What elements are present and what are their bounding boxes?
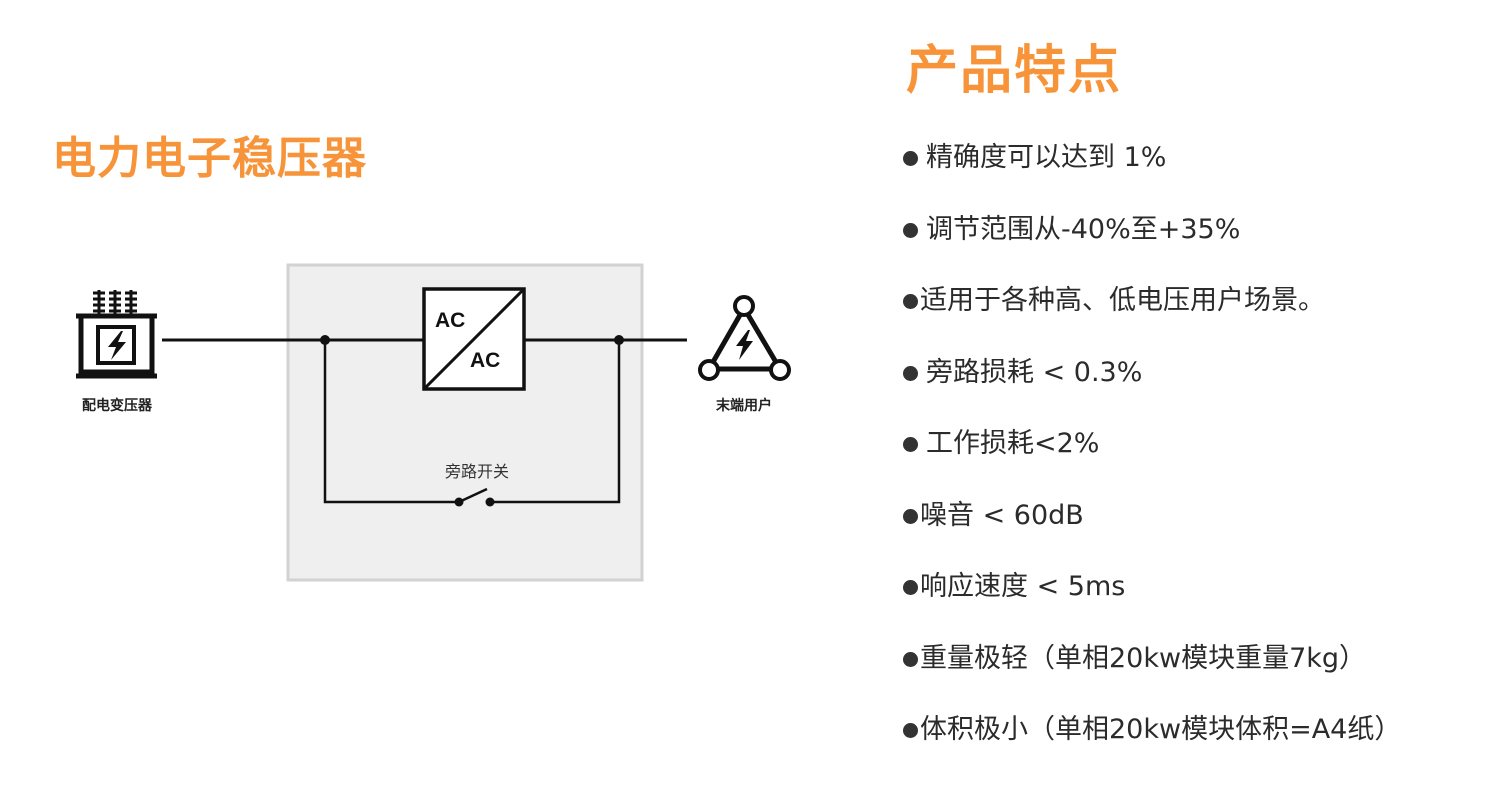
feature-text: 适用于各种高、低电压用户场景。 <box>920 285 1325 316</box>
feature-text: 工作损耗<2% <box>926 428 1100 459</box>
feature-text: 精确度可以达到 1% <box>926 142 1167 173</box>
lightning-icon <box>736 330 753 360</box>
user-load-icon <box>698 295 791 381</box>
transformer-icon <box>76 290 157 379</box>
circuit-diagram: 配电变压器 旁路开关 AC AC 末端用户 <box>76 263 791 582</box>
bullet-icon <box>903 437 918 452</box>
source-label: 配电变压器 <box>82 397 153 414</box>
bullet-icon <box>903 151 918 166</box>
bullet-icon <box>903 723 918 738</box>
feature-text: 响应速度 < 5ms <box>920 571 1126 602</box>
bypass-label: 旁路开关 <box>445 462 509 481</box>
feature-item: 响应速度 < 5ms <box>898 567 1401 639</box>
converter-bottom-label: AC <box>470 349 500 372</box>
bypass-switch <box>454 487 495 507</box>
feature-item: 体积极小（单相20kw模块体积=A4纸） <box>898 710 1401 782</box>
feature-item: 工作损耗<2% <box>898 424 1401 496</box>
bullet-icon <box>903 580 918 595</box>
bullet-icon <box>903 508 918 524</box>
load-label: 末端用户 <box>716 397 772 414</box>
bullet-icon <box>903 651 918 667</box>
feature-text: 重量极轻（单相20kw模块重量7kg） <box>920 642 1367 674</box>
features-title: 产品特点 <box>906 41 1123 101</box>
bullet-icon <box>903 222 918 238</box>
feature-item: 精确度可以达到 1% <box>898 138 1401 210</box>
feature-text: 噪音 < 60dB <box>920 499 1084 531</box>
feature-text: 旁路损耗 < 0.3% <box>926 356 1143 388</box>
feature-list: 精确度可以达到 1% 调节范围从-40%至+35% 适用于各种高、低电压用户场景… <box>898 138 1401 782</box>
feature-item: 旁路损耗 < 0.3% <box>898 353 1401 425</box>
converter-top-label: AC <box>435 309 465 332</box>
feature-item: 调节范围从-40%至+35% <box>898 210 1401 282</box>
feature-text: 调节范围从-40%至+35% <box>926 213 1241 245</box>
ac-ac-converter: AC AC <box>422 287 526 391</box>
diagram-title: 电力电子稳压器 <box>52 133 367 184</box>
bullet-icon <box>903 294 918 309</box>
feature-item: 重量极轻（单相20kw模块重量7kg） <box>898 639 1401 711</box>
feature-text: 体积极小（单相20kw模块体积=A4纸） <box>920 714 1402 745</box>
feature-item: 噪音 < 60dB <box>898 496 1401 568</box>
bullet-icon <box>903 365 918 381</box>
feature-item: 适用于各种高、低电压用户场景。 <box>898 281 1401 353</box>
